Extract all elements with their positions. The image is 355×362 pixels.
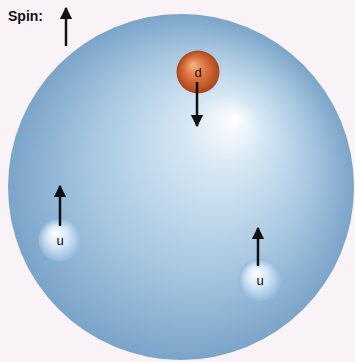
quark-ball bbox=[39, 219, 82, 262]
quark-ball bbox=[177, 51, 220, 94]
spin-arrow-legend bbox=[65, 8, 68, 46]
spin-label: Spin: bbox=[8, 8, 43, 24]
quark-label: d bbox=[194, 65, 201, 80]
proton-body bbox=[8, 14, 354, 360]
quark-label: u bbox=[256, 273, 263, 288]
quark-ball bbox=[239, 259, 282, 302]
quark-label: u bbox=[56, 233, 63, 248]
quark-node: d bbox=[176, 50, 220, 94]
quark-node: u bbox=[238, 258, 282, 302]
quark-node: u bbox=[38, 218, 82, 262]
